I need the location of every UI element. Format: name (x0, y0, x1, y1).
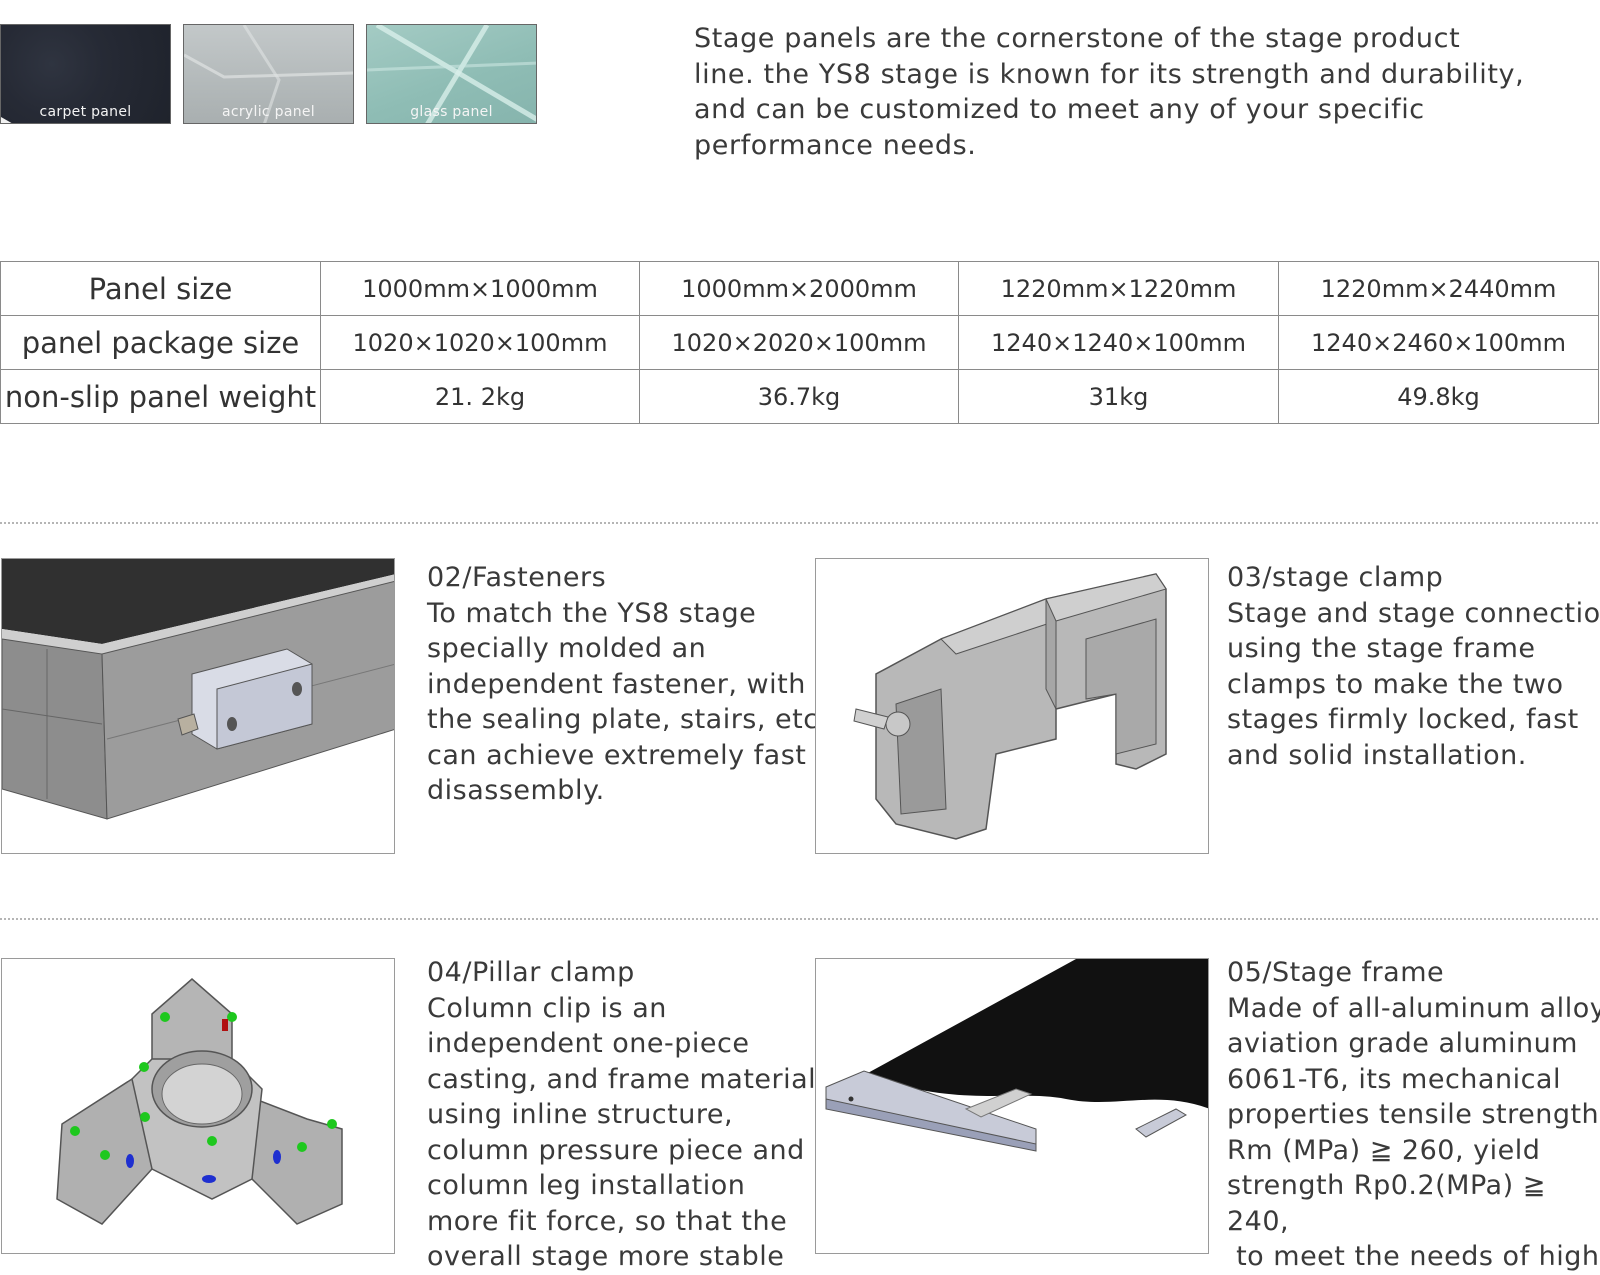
carpet-panel-swatch: carpet panel (0, 24, 171, 124)
table-cell: 1220mm×2440mm (1278, 261, 1599, 316)
intro-paragraph: Stage panels are the cornerstone of the … (694, 21, 1534, 163)
dotted-divider (0, 918, 1598, 920)
table-cell: 1020×2020×100mm (639, 315, 959, 370)
table-cell: 21. 2kg (320, 369, 640, 424)
stage-clamp-title: 03/stage clamp (1227, 562, 1444, 593)
stage-clamp-line: using the stage frame (1227, 633, 1536, 664)
stage-frame-line: aviation grade aluminum (1227, 1028, 1578, 1059)
table-cell: 1240×1240×100mm (958, 315, 1279, 370)
pillar-clamp-line: Column clip is an (427, 992, 667, 1024)
stage-frame-line: properties tensile strength (1227, 1099, 1600, 1130)
pillar-clamp-description: 04/Pillar clamp Column clip is an indepe… (427, 955, 816, 1275)
pillar-clamp-line: column pressure piece and (427, 1134, 805, 1166)
stage-clamp-description: 03/stage clamp Stage and stage connectio… (1227, 560, 1600, 773)
fasteners-line: disassembly. (427, 775, 605, 806)
pillar-clamp-line: overall stage more stable (427, 1241, 785, 1272)
table-row: non-slip panel weight 21. 2kg 36.7kg 31k… (0, 369, 1599, 424)
table-cell: 1000mm×2000mm (639, 261, 959, 316)
table-cell: 1000mm×1000mm (320, 261, 640, 316)
pillar-clamp-line: column leg installation (427, 1170, 746, 1201)
panel-spec-table: Panel size 1000mm×1000mm 1000mm×2000mm 1… (0, 261, 1599, 424)
stage-frame-line: 240, (1227, 1205, 1290, 1237)
fasteners-line: can achieve extremely fast (427, 739, 807, 771)
intro-line: line. the YS8 stage is known for its str… (694, 58, 1525, 90)
stage-frame-line: 6061-T6, its mechanical (1227, 1063, 1561, 1095)
table-cell: 1240×2460×100mm (1278, 315, 1599, 370)
pillar-clamp-line: casting, and frame material (427, 1063, 817, 1095)
carpet-texture (1, 117, 12, 123)
glass-panel-label: glass panel (410, 104, 493, 120)
intro-line: and can be customized to meet any of you… (694, 94, 1425, 125)
table-row: panel package size 1020×1020×100mm 1020×… (0, 315, 1599, 370)
row-header: non-slip panel weight (0, 369, 321, 424)
stage-clamp-line: stages firmly locked, fast (1227, 704, 1579, 735)
table-cell: 1220mm×1220mm (958, 261, 1279, 316)
stage-frame-image (815, 958, 1209, 1254)
dotted-divider (0, 522, 1598, 524)
fasteners-line: specially molded an (427, 633, 707, 664)
pillar-clamp-line: more fit force, so that the (427, 1205, 788, 1237)
stage-clamp-line: and solid installation. (1227, 739, 1527, 771)
fasteners-image (1, 558, 395, 854)
stage-frame-description: 05/Stage frame Made of all-aluminum allo… (1227, 955, 1600, 1275)
stage-frame-line: strength Rp0.2(MPa) ≧ (1227, 1170, 1546, 1201)
stage-frame-line: Made of all-aluminum alloy (1227, 992, 1600, 1024)
fasteners-line: independent fastener, with (427, 668, 806, 700)
table-cell: 31kg (958, 369, 1279, 424)
glass-texture (367, 25, 536, 123)
stage-frame-title: 05/Stage frame (1227, 957, 1445, 988)
stage-clamp-line: Stage and stage connection (1227, 597, 1600, 629)
pillar-clamp-line: independent one-piece (427, 1028, 750, 1059)
acrylic-panel-swatch: acrylic panel (183, 24, 354, 124)
stage-frame-line: Rm (MPa) ≧ 260, yield (1227, 1134, 1541, 1166)
fasteners-description: 02/Fasteners To match the YS8 stage spec… (427, 560, 828, 809)
table-cell: 49.8kg (1278, 369, 1599, 424)
intro-line: Stage panels are the cornerstone of the … (694, 23, 1461, 54)
stage-clamp-image (815, 558, 1209, 854)
stage-clamp-line: clamps to make the two (1227, 668, 1564, 700)
acrylic-texture (184, 25, 353, 123)
pillar-clamp-title: 04/Pillar clamp (427, 957, 635, 988)
table-cell: 1020×1020×100mm (320, 315, 640, 370)
row-header: Panel size (0, 261, 321, 316)
pillar-clamp-image (1, 958, 395, 1254)
fasteners-title: 02/Fasteners (427, 562, 607, 593)
row-header: panel package size (0, 315, 321, 370)
acrylic-panel-label: acrylic panel (222, 104, 315, 120)
intro-line: performance needs. (694, 129, 977, 161)
carpet-panel-label: carpet panel (39, 104, 132, 120)
table-row: Panel size 1000mm×1000mm 1000mm×2000mm 1… (0, 261, 1599, 316)
pillar-clamp-line: using inline structure, (427, 1099, 734, 1130)
glass-panel-swatch: glass panel (366, 24, 537, 124)
table-cell: 36.7kg (639, 369, 959, 424)
fasteners-line: To match the YS8 stage (427, 597, 757, 629)
fasteners-line: the sealing plate, stairs, etc. (427, 704, 828, 735)
stage-frame-line: to meet the needs of high- (1227, 1241, 1600, 1272)
